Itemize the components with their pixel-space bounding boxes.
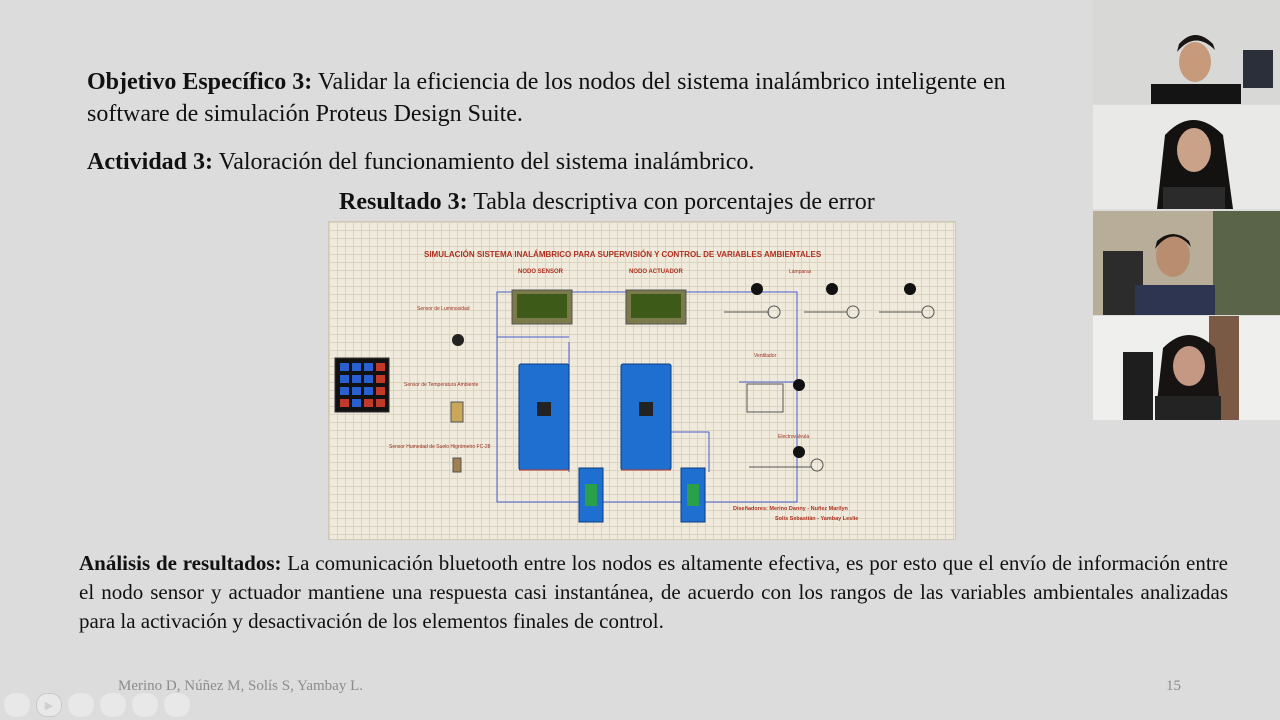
arduino-boards	[518, 363, 672, 471]
activity-text: Valoración del funcionamiento del sistem…	[213, 149, 755, 175]
participant-video-4	[1093, 316, 1280, 420]
sensor-luminosidad-label: Sensor de Luminosidad	[417, 306, 470, 312]
electrovalvula-label: Electroválvula	[778, 434, 810, 440]
webcam-participant-2[interactable]	[1093, 105, 1280, 209]
objective-label: Objetivo Específico 3:	[87, 69, 313, 95]
objective-line-2: software de simulación Proteus Design Su…	[87, 101, 523, 127]
lamps	[751, 283, 916, 458]
relay-circuits	[724, 305, 935, 472]
play-icon[interactable]: ▶	[36, 693, 62, 717]
activity-label: Actividad 3:	[87, 149, 213, 175]
schematic-title: SIMULACIÓN SISTEMA INALÁMBRICO PARA SUPE…	[424, 250, 822, 259]
webcam-participant-4[interactable]	[1093, 316, 1280, 420]
objective-line-1: Objetivo Específico 3: Validar la eficie…	[87, 68, 1006, 97]
webcam-participant-3[interactable]	[1093, 211, 1280, 315]
objective-text: Validar la eficiencia de los nodos del s…	[312, 69, 1006, 95]
participant-video-3	[1093, 211, 1280, 315]
result-label: Resultado 3:	[339, 189, 468, 215]
analysis-paragraph: Análisis de resultados: La comunicación …	[79, 549, 1228, 636]
schematic-drawing	[334, 283, 935, 523]
ventilador-label: Ventilador	[754, 353, 777, 359]
sensor-humedad-label: Sensor Humedad de Suelo Higrómetro FC-28	[389, 444, 491, 450]
result-line: Resultado 3: Tabla descriptiva con porce…	[339, 188, 875, 217]
nodo-sensor-label: NODO SENSOR	[518, 269, 564, 275]
credits-line-2: Solís Sebastián - Yambay Leslie	[775, 516, 859, 522]
sensor-temperatura-label: Sensor de Temperatura Ambiente	[404, 382, 479, 388]
zoom-icon[interactable]: ⊕	[132, 693, 158, 717]
lcd-displays	[511, 289, 687, 325]
bluetooth-modules	[578, 467, 706, 523]
activity-line: Actividad 3: Valoración del funcionamien…	[87, 148, 754, 177]
credits-line-1: Diseñadores: Merino Danny - Nuñez Marily…	[733, 506, 848, 512]
analysis-label: Análisis de resultados:	[79, 551, 282, 575]
slides-icon[interactable]: ▦	[100, 693, 126, 717]
page-number: 15	[1166, 678, 1181, 694]
lamparas-label: Lámparas	[789, 269, 812, 275]
participant-video-2	[1093, 105, 1280, 209]
pen-icon[interactable]: ✎	[68, 693, 94, 717]
result-text: Tabla descriptiva con porcentajes de err…	[467, 189, 875, 215]
more-icon[interactable]: ⋯	[164, 693, 190, 717]
analysis-text: La comunicación bluetooth entre los nodo…	[79, 551, 1228, 633]
keypad	[334, 357, 390, 413]
footer-authors: Merino D, Núñez M, Solís S, Yambay L.	[118, 678, 364, 694]
proteus-schematic-image: SIMULACIÓN SISTEMA INALÁMBRICO PARA SUPE…	[328, 221, 956, 540]
webcam-participant-1[interactable]	[1093, 0, 1280, 104]
nodo-actuador-label: NODO ACTUADOR	[629, 269, 683, 275]
participant-video-1	[1093, 0, 1280, 104]
sensors	[450, 334, 464, 473]
presentation-toolbar: ◂ ▶ ✎ ▦ ⊕ ⋯	[4, 693, 190, 717]
back-icon[interactable]: ◂	[4, 693, 30, 717]
